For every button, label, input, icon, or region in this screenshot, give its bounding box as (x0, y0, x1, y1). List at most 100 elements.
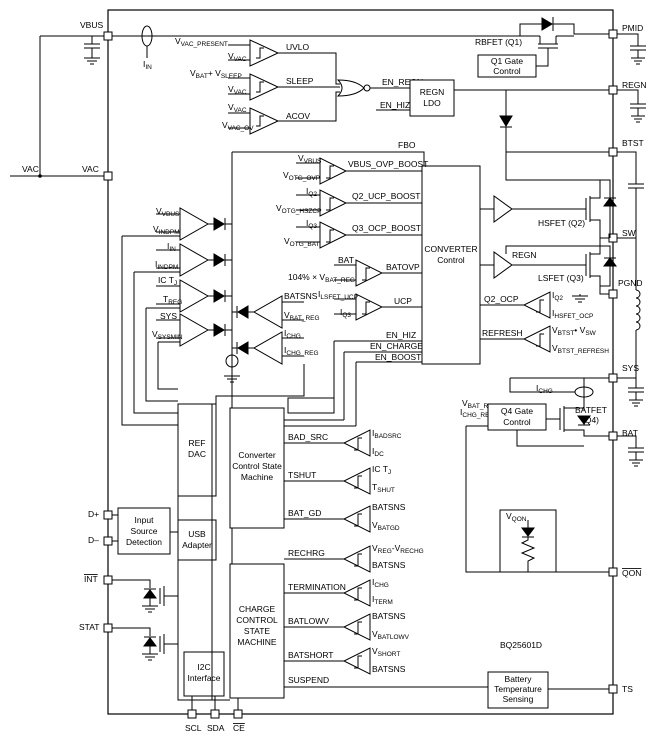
converter-control-block: CONVERTER Control (421, 165, 481, 365)
batshort-comparator (284, 647, 371, 675)
right-external-components (617, 33, 646, 467)
sda-label: SDA (207, 723, 225, 733)
pmid-label: PMID (622, 23, 643, 33)
vbus-ovp-boost-comparator (296, 157, 422, 185)
pin-pmid[interactable] (608, 29, 618, 39)
pin-scl[interactable] (187, 709, 197, 719)
ichg-reg-label: ICHG_REG (284, 345, 319, 357)
pgnd-label: PGND (618, 278, 643, 288)
svg-text:Adapter: Adapter (182, 540, 212, 550)
ichg-reg-amplifier (232, 331, 304, 365)
rechrg-label: RECHRG (288, 548, 325, 558)
ts-label: TS (622, 684, 633, 694)
svg-text:STATE: STATE (244, 626, 270, 636)
vvac-label-2: VVAC (228, 84, 247, 96)
votg-bat-label: VOTG_BAT (284, 236, 320, 248)
sleep-comparator (228, 73, 340, 101)
votg-hszcp-label: VOTG_HSZCP (276, 203, 321, 215)
suspend-label: SUSPEND (288, 675, 329, 685)
i2c-interface-block: I2C Interface (183, 651, 239, 710)
batsns5-label: BATSNS (372, 664, 406, 674)
stat-label: STAT (79, 622, 99, 632)
en-charge-label: EN_CHARGE (370, 341, 423, 351)
svg-text:REGN: REGN (420, 87, 445, 97)
reference-source (224, 312, 240, 383)
vbtst-refresh-label: VBTST_REFRESH (552, 343, 609, 355)
sw-label: SW (622, 228, 636, 238)
iindpm-amplifier (156, 243, 232, 277)
ictj2-label: IC TJ (372, 464, 391, 476)
uvlo-label: UVLO (286, 42, 310, 52)
svg-text:CONTROL: CONTROL (236, 615, 278, 625)
batlowv-label: BATLOWV (288, 616, 329, 626)
ictj-label: IC TJ (158, 275, 177, 287)
hsfet-label: HSFET (Q2) (538, 218, 585, 228)
svg-text:Q4 Gate: Q4 Gate (501, 406, 533, 416)
batsns3-label: BATSNS (372, 560, 406, 570)
vbus-ovp-boost-label: VBUS_OVP_BOOST (348, 159, 428, 169)
vvac-label-3: VVAC (228, 102, 247, 114)
q1-gate-control-block: Q1 Gate Control (477, 54, 549, 78)
svg-text:CHARGE: CHARGE (239, 604, 276, 614)
pin-stat[interactable] (103, 623, 113, 633)
pin-vbus[interactable] (103, 31, 113, 41)
regn-ldo-block: REGN LDO (376, 79, 609, 153)
vbatlowv-label: VBATLOWV (372, 629, 410, 641)
iin-label: IIN (167, 241, 176, 253)
refresh-comparator (480, 325, 551, 353)
int-label: INT (84, 574, 98, 584)
treg-label: TREG (163, 294, 182, 306)
svg-text:Input: Input (135, 515, 155, 525)
sys-label: SYS (622, 363, 639, 373)
regn-label: REGN (622, 80, 647, 90)
pin-btst[interactable] (608, 147, 618, 157)
svg-text:MACHINE: MACHINE (237, 637, 277, 647)
iterm-label: ITERM (372, 594, 393, 606)
ref-dac-block: REF DAC (177, 403, 217, 497)
vbatgd-label: VBATGD (372, 520, 400, 532)
tshut-ref-label: TSHUT (372, 482, 395, 494)
pin-bat[interactable] (608, 431, 618, 441)
svg-text:Source: Source (131, 526, 158, 536)
treg-amplifier (156, 279, 232, 313)
batfet-q4-label: (Q4) (582, 415, 599, 425)
pin-regn[interactable] (608, 85, 618, 95)
en-boost-label: EN_BOOST (375, 352, 421, 362)
bat-in-label: BAT (338, 255, 354, 265)
svg-text:Control: Control (503, 417, 531, 427)
converter-control-state-machine-block: Converter Control State Machine (229, 407, 285, 529)
iindpm-label: IINDPM (155, 259, 178, 271)
vvac-label-1: VVAC (228, 51, 247, 63)
batovp-comparator (334, 259, 422, 287)
pin-sys[interactable] (608, 373, 618, 383)
acov-label: ACOV (286, 111, 310, 121)
vbat-reg-amplifier (232, 295, 304, 329)
vbus-external (10, 35, 108, 178)
pin-sda[interactable] (210, 709, 220, 719)
ichg-reg-q4-label: ICHG_REG (460, 407, 495, 419)
iq2-label: IQ2 (306, 186, 317, 198)
svg-text:I2C: I2C (197, 662, 210, 672)
en-hiz-label: EN_HIZ (386, 330, 416, 340)
pin-ts[interactable] (608, 684, 618, 694)
lsfet-label: LSFET (Q3) (538, 273, 584, 283)
pin-vac[interactable] (103, 171, 113, 181)
pin-dplus[interactable] (103, 510, 113, 520)
pin-pgnd[interactable] (608, 289, 618, 299)
q2-ocp-label: Q2_OCP (484, 294, 519, 304)
svg-text:Control: Control (437, 255, 465, 265)
svg-text:Detection: Detection (126, 537, 162, 547)
svg-text:CONVERTER: CONVERTER (424, 244, 477, 254)
pin-int[interactable] (103, 575, 113, 585)
pin-dminus[interactable] (103, 536, 113, 546)
battery-temperature-sensing-block: Battery Temperature Sensing (487, 671, 609, 709)
vbus-to-pmid-path (112, 17, 609, 58)
int-output-stage (112, 579, 178, 613)
vsysmin-amplifier (156, 313, 232, 347)
pin-ce[interactable] (233, 709, 243, 719)
vbus-label: VBUS (80, 20, 103, 30)
pin-qon[interactable] (608, 567, 618, 577)
tshut-label: TSHUT (288, 470, 316, 480)
ihsfet-ocp-label: IHSFET_OCP (552, 308, 593, 320)
vbat-vsleep-label: VBAT+ VSLEEP (190, 68, 242, 80)
